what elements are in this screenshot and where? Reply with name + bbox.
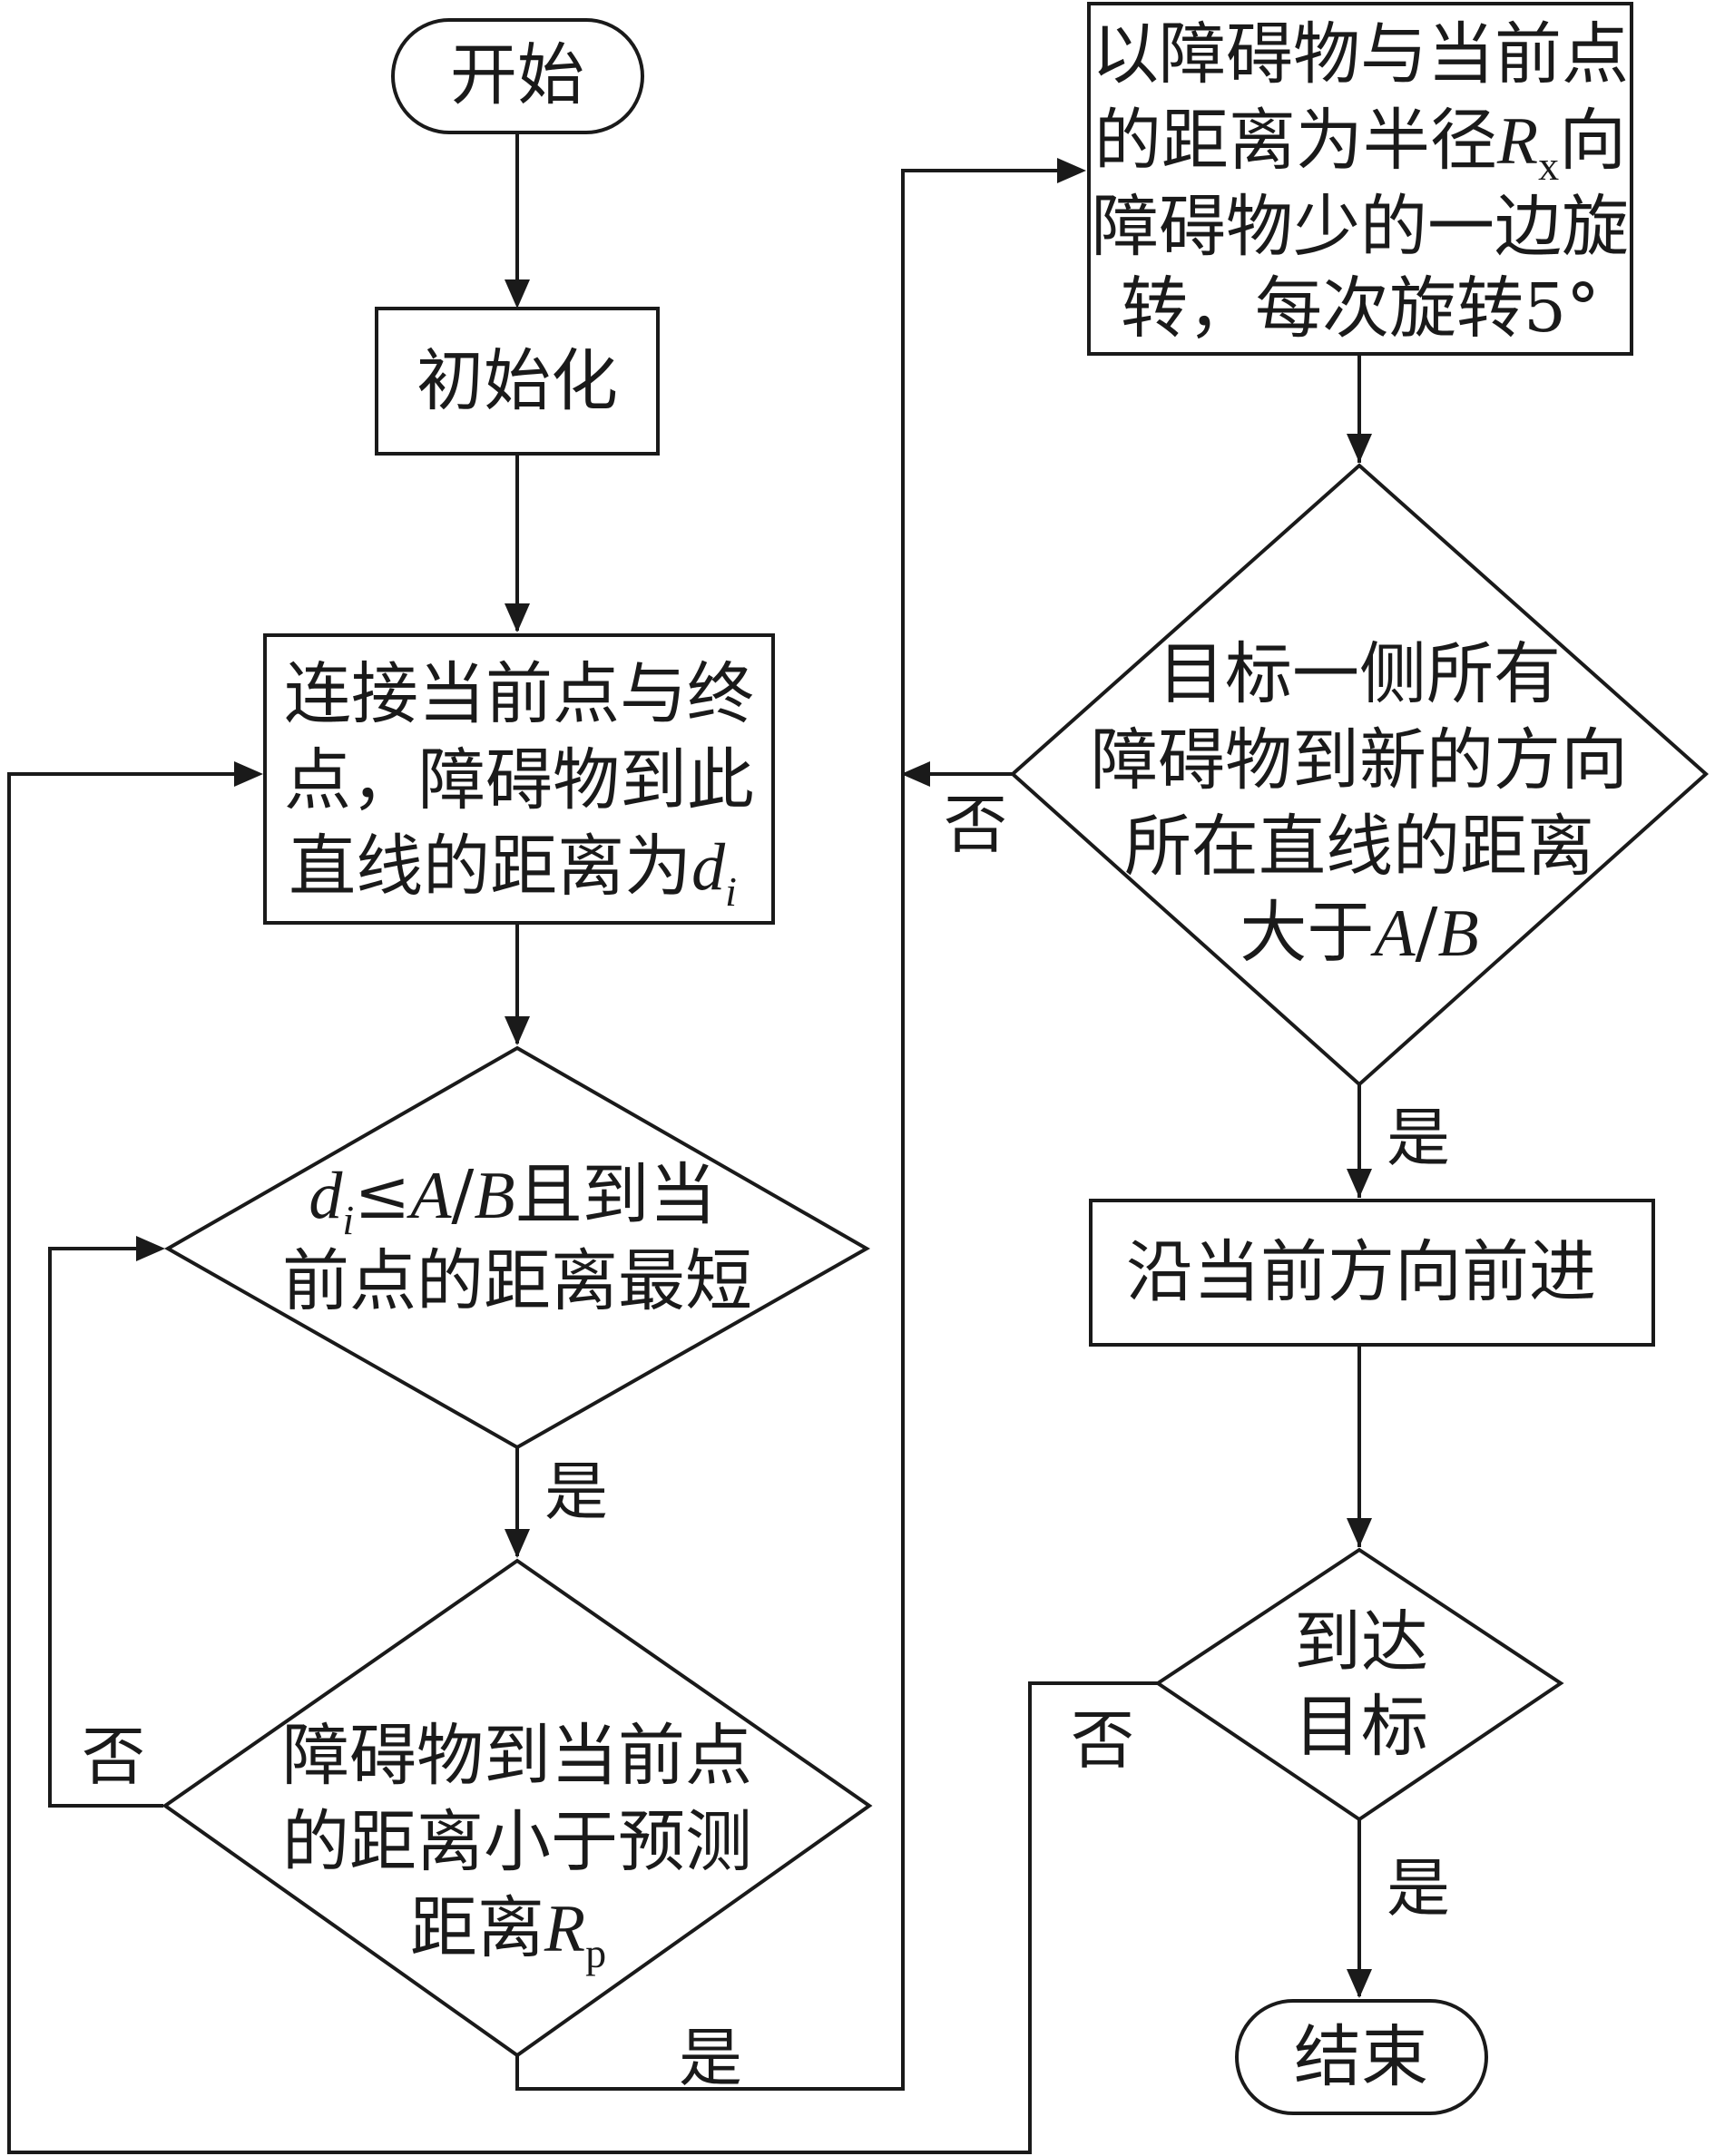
arrowhead-connect <box>505 603 530 632</box>
arrowhead-rotate <box>1057 158 1086 183</box>
connect-var-d: d <box>691 830 726 905</box>
arrowhead-cond1 <box>505 1016 530 1045</box>
cond1-op: ≤ <box>354 1156 410 1234</box>
start-terminal-shape <box>391 18 644 134</box>
rotate-process-shape <box>1087 2 1633 356</box>
cond1-slash: / <box>451 1156 474 1234</box>
rotate-line-1: 以障碍物与当前点 <box>1092 15 1629 93</box>
cond1-sub-i: i <box>342 1197 354 1243</box>
arrowhead-cond4 <box>1347 1518 1372 1547</box>
rotate-line-3: 障碍物少的一边旋 <box>1092 188 1629 266</box>
cond3-yes-label: 是 <box>1387 1101 1450 1175</box>
cond2-node: 障碍物到当前点 的距离小于预测 距离Rp <box>162 1558 873 2058</box>
cond3-line-4: 大于A/B <box>1240 894 1478 972</box>
start-label: 开始 <box>450 36 584 114</box>
cond3-slash: / <box>1416 894 1438 972</box>
connect-line-1: 连接当前点与终 <box>284 655 754 733</box>
edge-cond4-no-loop <box>7 772 1158 2154</box>
connect-sub-i: i <box>725 868 737 915</box>
cond1-node: di≤A/B且到当 前点的距离最短 <box>163 1045 871 1450</box>
arrowhead-connect-from-cond4 <box>234 761 263 787</box>
cond4-decision-shape <box>1154 1547 1564 1822</box>
cond1-decision-shape <box>163 1045 871 1450</box>
connect-process-shape <box>263 633 775 925</box>
cond3-line-4-text: 大于 <box>1240 894 1374 972</box>
end-terminal-shape <box>1235 1999 1488 2115</box>
end-label: 结束 <box>1294 2018 1428 2096</box>
rotate-line-2-text: 的距离为半径 <box>1094 102 1497 180</box>
connect-line-3-text: 直线的距离为 <box>289 828 691 906</box>
cond4-line-2: 目标 <box>1294 1688 1428 1766</box>
connect-node: 连接当前点与终 点，障碍物到此 直线的距离为di <box>263 633 775 925</box>
cond2-line-1: 障碍物到当前点 <box>282 1717 752 1795</box>
cond2-line-2: 的距离小于预测 <box>282 1803 752 1881</box>
arrowhead-cond1-loop <box>136 1236 165 1261</box>
cond4-line-1: 到达 <box>1294 1603 1428 1681</box>
cond2-line-3: 距离Rp <box>410 1889 606 1976</box>
cond1-line-1: di≤A/B且到当 <box>309 1156 716 1243</box>
rotate-line-2: 的距离为半径Rx向 <box>1094 102 1626 189</box>
init-node: 初始化 <box>375 307 660 456</box>
edge-labels: 是 否 是 否 是 否 是 <box>82 788 1450 2095</box>
connect-line-3: 直线的距离为di <box>289 828 737 915</box>
edge-cond2-yes-to-rotate <box>515 169 1071 2091</box>
advance-node: 沿当前方向前进 <box>1089 1199 1655 1347</box>
cond2-yes-label: 是 <box>679 2021 742 2095</box>
connect-line-2: 点，障碍物到此 <box>284 741 754 819</box>
advance-process-shape <box>1089 1199 1655 1347</box>
cond4-no-label: 否 <box>1071 1703 1134 1778</box>
arrowheads <box>136 158 1372 1998</box>
cond1-expr-a: A <box>406 1159 452 1233</box>
rotate-var-r: R <box>1496 104 1538 179</box>
cond3-line-3: 所在直线的距离 <box>1124 808 1594 886</box>
arrowhead-cond3 <box>1347 434 1372 463</box>
rotate-sub-x: x <box>1538 142 1559 189</box>
arrowhead-connect-from-cond3 <box>901 761 930 787</box>
cond1-line-1-text: 且到当 <box>515 1156 717 1234</box>
cond1-var-d: d <box>309 1159 343 1233</box>
cond1-line-2: 前点的距离最短 <box>282 1242 752 1320</box>
cond2-var-r: R <box>544 1892 585 1966</box>
cond4-yes-label: 是 <box>1387 1851 1450 1926</box>
cond2-decision-shape <box>162 1558 873 2058</box>
cond3-expr-a: A <box>1369 897 1416 971</box>
cond3-line-2: 障碍物到新的方向 <box>1091 721 1628 799</box>
cond1-expr-b: B <box>474 1159 514 1233</box>
rotate-node: 以障碍物与当前点 的距离为半径Rx向 障碍物少的一边旋 转，每次旋转5° <box>1087 2 1633 356</box>
arrowhead-advance <box>1347 1169 1372 1198</box>
rotate-line-2-post: 向 <box>1559 102 1626 180</box>
cond3-decision-shape <box>1009 463 1710 1087</box>
advance-label: 沿当前方向前进 <box>1126 1233 1596 1311</box>
cond3-line-1: 目标一侧所有 <box>1158 635 1561 713</box>
cond1-yes-label: 是 <box>544 1455 608 1529</box>
cond4-node: 到达 目标 <box>1154 1547 1564 1822</box>
end-node: 结束 <box>1235 1999 1488 2115</box>
arrowhead-init <box>505 279 530 309</box>
cond3-expr-b: B <box>1437 897 1478 971</box>
cond2-no-label: 否 <box>82 1720 145 1794</box>
init-process-shape <box>375 307 660 456</box>
arrowhead-cond2 <box>505 1529 530 1558</box>
connectors <box>7 132 1361 2154</box>
arrowhead-end <box>1347 1969 1372 1998</box>
cond2-sub-p: p <box>585 1930 606 1976</box>
cond2-line-3-text: 距离 <box>410 1889 544 1967</box>
start-node: 开始 <box>391 18 644 134</box>
cond3-no-label: 否 <box>944 788 1007 862</box>
edge-cond2-no-loop <box>48 1247 163 1808</box>
init-label: 初始化 <box>416 342 618 420</box>
rotate-line-4: 转，每次旋转5° <box>1121 270 1600 348</box>
cond3-node: 目标一侧所有 障碍物到新的方向 所在直线的距离 大于A/B <box>1009 463 1710 1087</box>
